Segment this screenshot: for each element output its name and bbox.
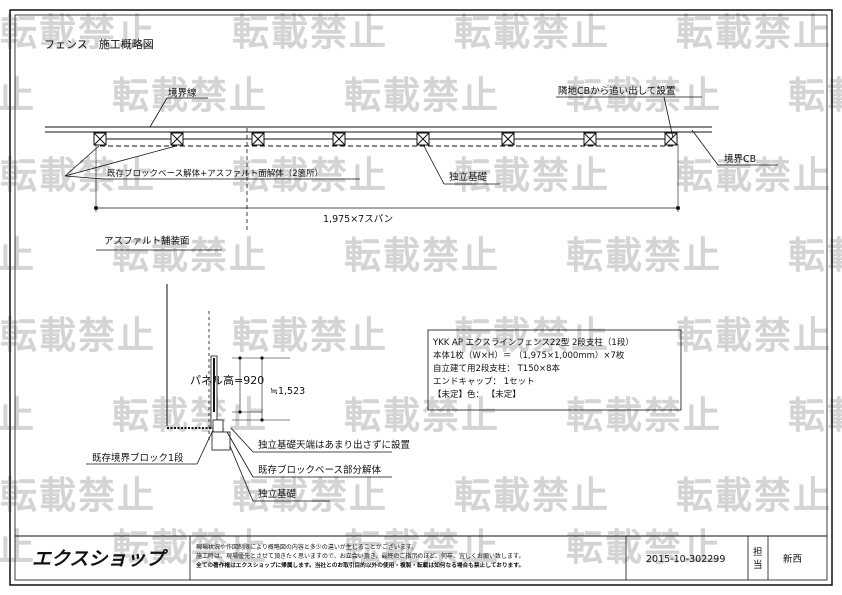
dim-post-dot-top xyxy=(260,356,264,360)
watermark-text: 転載禁止 xyxy=(788,234,842,277)
watermark-text: 転載禁止 xyxy=(566,394,722,437)
spec-line-5: 【未定】色： 【未定】 xyxy=(433,389,521,400)
watermark-text: 転載禁止 xyxy=(788,394,842,437)
watermark-text: 転載禁止 xyxy=(112,526,268,569)
watermark-text: 転載禁止 xyxy=(112,394,268,437)
note-foundation-top: 独立基礎天端はあまり出さずに設置 xyxy=(258,439,410,451)
existing-block-label: 既存境界ブロック1段 xyxy=(92,452,184,464)
watermark-text: 転載禁止 xyxy=(112,74,268,117)
watermark-text: 転載禁止 xyxy=(566,234,722,277)
panel-height-label: パネル高=920 xyxy=(190,373,264,387)
fence-post-box xyxy=(93,132,107,146)
watermark-text: 転載禁止 xyxy=(676,314,832,357)
foundation-label: 独立基礎 xyxy=(449,171,488,183)
note-mid-leader xyxy=(226,431,254,478)
watermark-text: 転載禁止 xyxy=(676,154,832,197)
note-foundation: 独立基礎 xyxy=(258,488,297,500)
boundary-line-label: 境界線 xyxy=(168,87,197,99)
existing-block-leader xyxy=(196,429,214,465)
dim-panel-dot-bottom xyxy=(238,410,242,414)
cb-note-leader xyxy=(663,96,674,139)
demolition-leader-3 xyxy=(64,145,177,177)
watermark-text: 転載禁止 xyxy=(344,74,500,117)
note-bottom-leader xyxy=(229,445,254,502)
fence-post-box xyxy=(332,132,346,146)
watermark-layer: 転載禁止転載禁止転載禁止転載禁止転載禁止転載禁止転載禁止転載禁止転載禁止転載禁止… xyxy=(0,11,842,569)
spec-box: YKK AP エクスラインフェンス22型 2段支柱（1段） 本体1枚（W×H）＝… xyxy=(427,329,682,411)
boundary-cb-leader xyxy=(691,129,719,166)
watermark-text: 転載禁止 xyxy=(676,11,832,54)
post-group xyxy=(93,132,678,146)
fence-post-box xyxy=(416,132,430,146)
footer-notice-2: 施工時は、現場優先とさせて頂きたく思いますので、お立会い頂き、最終のご指示のほど… xyxy=(196,552,524,560)
plan-view: 境界線 隣地CBから追い出して設置 境界CB 既存ブロックベース解体+アスファル… xyxy=(45,85,778,251)
section-view: パネル高=920 ≒1,523 既存境界ブロック1段 独立基礎天端はあまり出さず… xyxy=(86,284,410,502)
watermark-text: 転載禁止 xyxy=(788,74,842,117)
spec-line-1: YKK AP エクスラインフェンス22型 2段支柱（1段） xyxy=(432,337,634,348)
foundation-block xyxy=(211,431,231,451)
watermark-text: 転載禁止 xyxy=(0,314,156,357)
dim-post-dot-bottom xyxy=(260,418,264,422)
post-height-label: ≒1,523 xyxy=(270,386,305,397)
watermark-text: 転載禁止 xyxy=(0,234,36,277)
drawing-title: フェンス 施工概略図 xyxy=(44,37,154,51)
watermark-text: 転載禁止 xyxy=(0,526,36,569)
demolition-leader-2 xyxy=(64,145,100,177)
person-in-charge: 新西 xyxy=(783,553,802,565)
spec-line-2: 本体1枚（W×H）＝ （1,975×1,000mm）×7枚 xyxy=(433,350,625,361)
outer-border xyxy=(9,9,833,586)
fence-post-box xyxy=(170,132,184,146)
fence-post-box xyxy=(664,132,678,146)
tanto-label-1: 担 xyxy=(753,546,763,558)
watermark-text: 転載禁止 xyxy=(344,234,500,277)
watermark-text: 転載禁止 xyxy=(232,11,388,54)
existing-block xyxy=(212,419,224,433)
note-block-demolition: 既存ブロックベース部分解体 xyxy=(258,464,382,476)
watermark-text: 転載禁止 xyxy=(232,474,388,517)
asphalt-label: アスファルト舗装面 xyxy=(104,235,190,247)
watermark-text: 転載禁止 xyxy=(566,526,722,569)
span-label: 1,975×7スパン xyxy=(323,214,393,225)
fence-post-box xyxy=(251,132,265,146)
fence-post-box xyxy=(501,132,515,146)
inner-border xyxy=(14,14,828,581)
watermark-text: 転載禁止 xyxy=(454,11,610,54)
title-block: エクスショップ 現場状況や作図制限により概略図の内容と多少の違いが生じることがご… xyxy=(15,535,827,580)
watermark-text: 転載禁止 xyxy=(0,154,156,197)
watermark-text: 転載禁止 xyxy=(344,526,500,569)
boundary-leader xyxy=(149,97,168,128)
watermark-text: 転載禁止 xyxy=(344,394,500,437)
watermark-text: 転載禁止 xyxy=(676,474,832,517)
spec-frame xyxy=(427,329,682,411)
watermark-text: 転載禁止 xyxy=(454,314,610,357)
watermark-text: 転載禁止 xyxy=(232,314,388,357)
watermark-text: 転載禁止 xyxy=(0,474,156,517)
company-logo: エクスショップ xyxy=(32,548,168,570)
watermark-text: 転載禁止 xyxy=(232,154,388,197)
watermark-text: 転載禁止 xyxy=(566,74,722,117)
spec-line-4: エンドキャップ： 1セット xyxy=(433,377,535,387)
watermark-text: 転載禁止 xyxy=(0,74,36,117)
fence-post-box xyxy=(583,132,597,146)
foundation-leader xyxy=(423,145,445,185)
boundary-cb-label: 境界CB xyxy=(724,153,756,165)
demolition-leader-1 xyxy=(64,175,105,180)
footer-notice-1: 現場状況や作図制限により概略図の内容と多少の違いが生じることがございます。 xyxy=(196,543,417,551)
footer-notice-3: 全ての著作権はエクスショップに帰属します。当社とのお取引目的以外の使用・複製・転… xyxy=(195,561,524,569)
watermark-text: 転載禁止 xyxy=(454,474,610,517)
watermark-text: 転載禁止 xyxy=(0,394,36,437)
watermark-text: 転載禁止 xyxy=(112,234,268,277)
watermark-text: 転載禁止 xyxy=(454,154,610,197)
watermark-text: 転載禁止 xyxy=(0,11,156,54)
tanto-label-2: 当 xyxy=(753,559,763,571)
note-top-leader xyxy=(230,427,254,453)
demolition-note: 既存ブロックベース解体+アスファルト面解体（2箇所） xyxy=(107,168,323,179)
dim-panel-dot-top xyxy=(238,356,242,360)
drawing-number: 2015-10-302299 xyxy=(646,554,725,565)
cb-note: 隣地CBから追い出して設置 xyxy=(558,85,675,97)
spec-line-3: 自立建て用2段支柱： T150×8本 xyxy=(433,363,561,374)
